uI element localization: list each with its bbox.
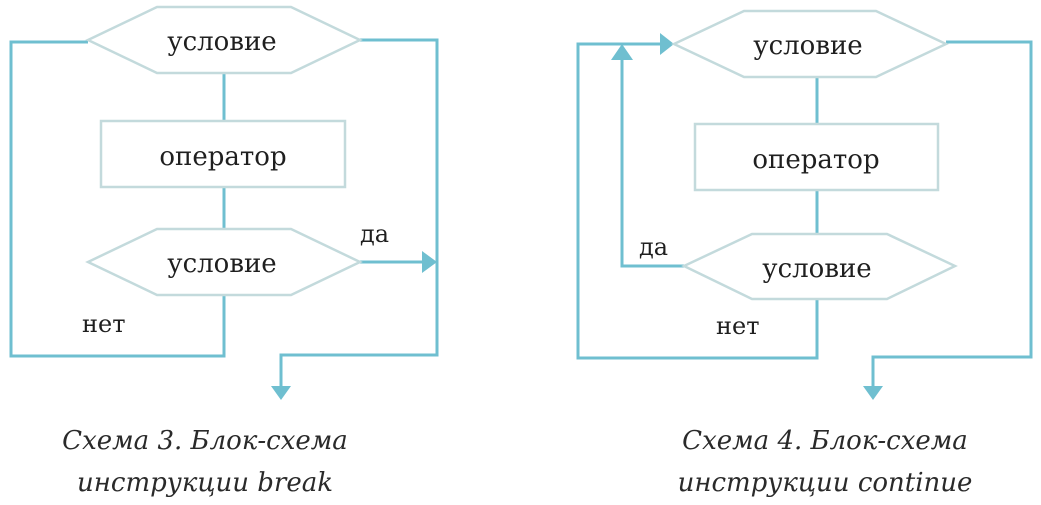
top-condition-label: условие [167, 27, 276, 57]
no-label: нет [82, 310, 125, 338]
yes-label: да [639, 233, 668, 261]
caption-line-2: инструкции break [77, 468, 333, 498]
bottom-condition-label: условие [762, 254, 871, 284]
exit-wire [279, 38, 439, 386]
no-branch-wire [576, 42, 819, 360]
caption-line-1: Схема 3. Блок-схема [62, 426, 348, 456]
top-condition-label: условие [753, 31, 862, 61]
no-branch-wire [9, 40, 226, 358]
break-flowchart: условие оператор условие да нет [9, 5, 439, 400]
loop-entry-arrow [660, 33, 674, 55]
yes-arrow [611, 44, 633, 60]
no-label: нет [716, 312, 759, 340]
caption-break: Схема 3. Блок-схема инструкции break [40, 420, 370, 504]
exit-arrow [863, 386, 883, 400]
top-condition-hexagon [85, 5, 363, 75]
operator-label: оператор [159, 142, 286, 172]
bottom-condition-hexagon [681, 232, 958, 301]
continue-flowchart: условие оператор условие да нет [576, 9, 1033, 400]
caption-line-2: инструкции continue [677, 468, 973, 498]
yes-arrow [422, 251, 437, 273]
top-condition-hexagon [671, 9, 949, 79]
yes-label: да [360, 220, 389, 248]
bottom-condition-label: условие [167, 249, 276, 279]
exit-arrow [271, 386, 291, 400]
operator-box [99, 119, 347, 189]
operator-label: оператор [752, 145, 879, 175]
operator-box [693, 122, 940, 192]
exit-wire [871, 40, 1033, 386]
caption-continue: Схема 4. Блок-схема инструкции continue [650, 420, 1000, 504]
bottom-condition-hexagon [85, 227, 363, 297]
yes-branch-wire [620, 60, 684, 268]
caption-line-1: Схема 4. Блок-схема [682, 426, 968, 456]
